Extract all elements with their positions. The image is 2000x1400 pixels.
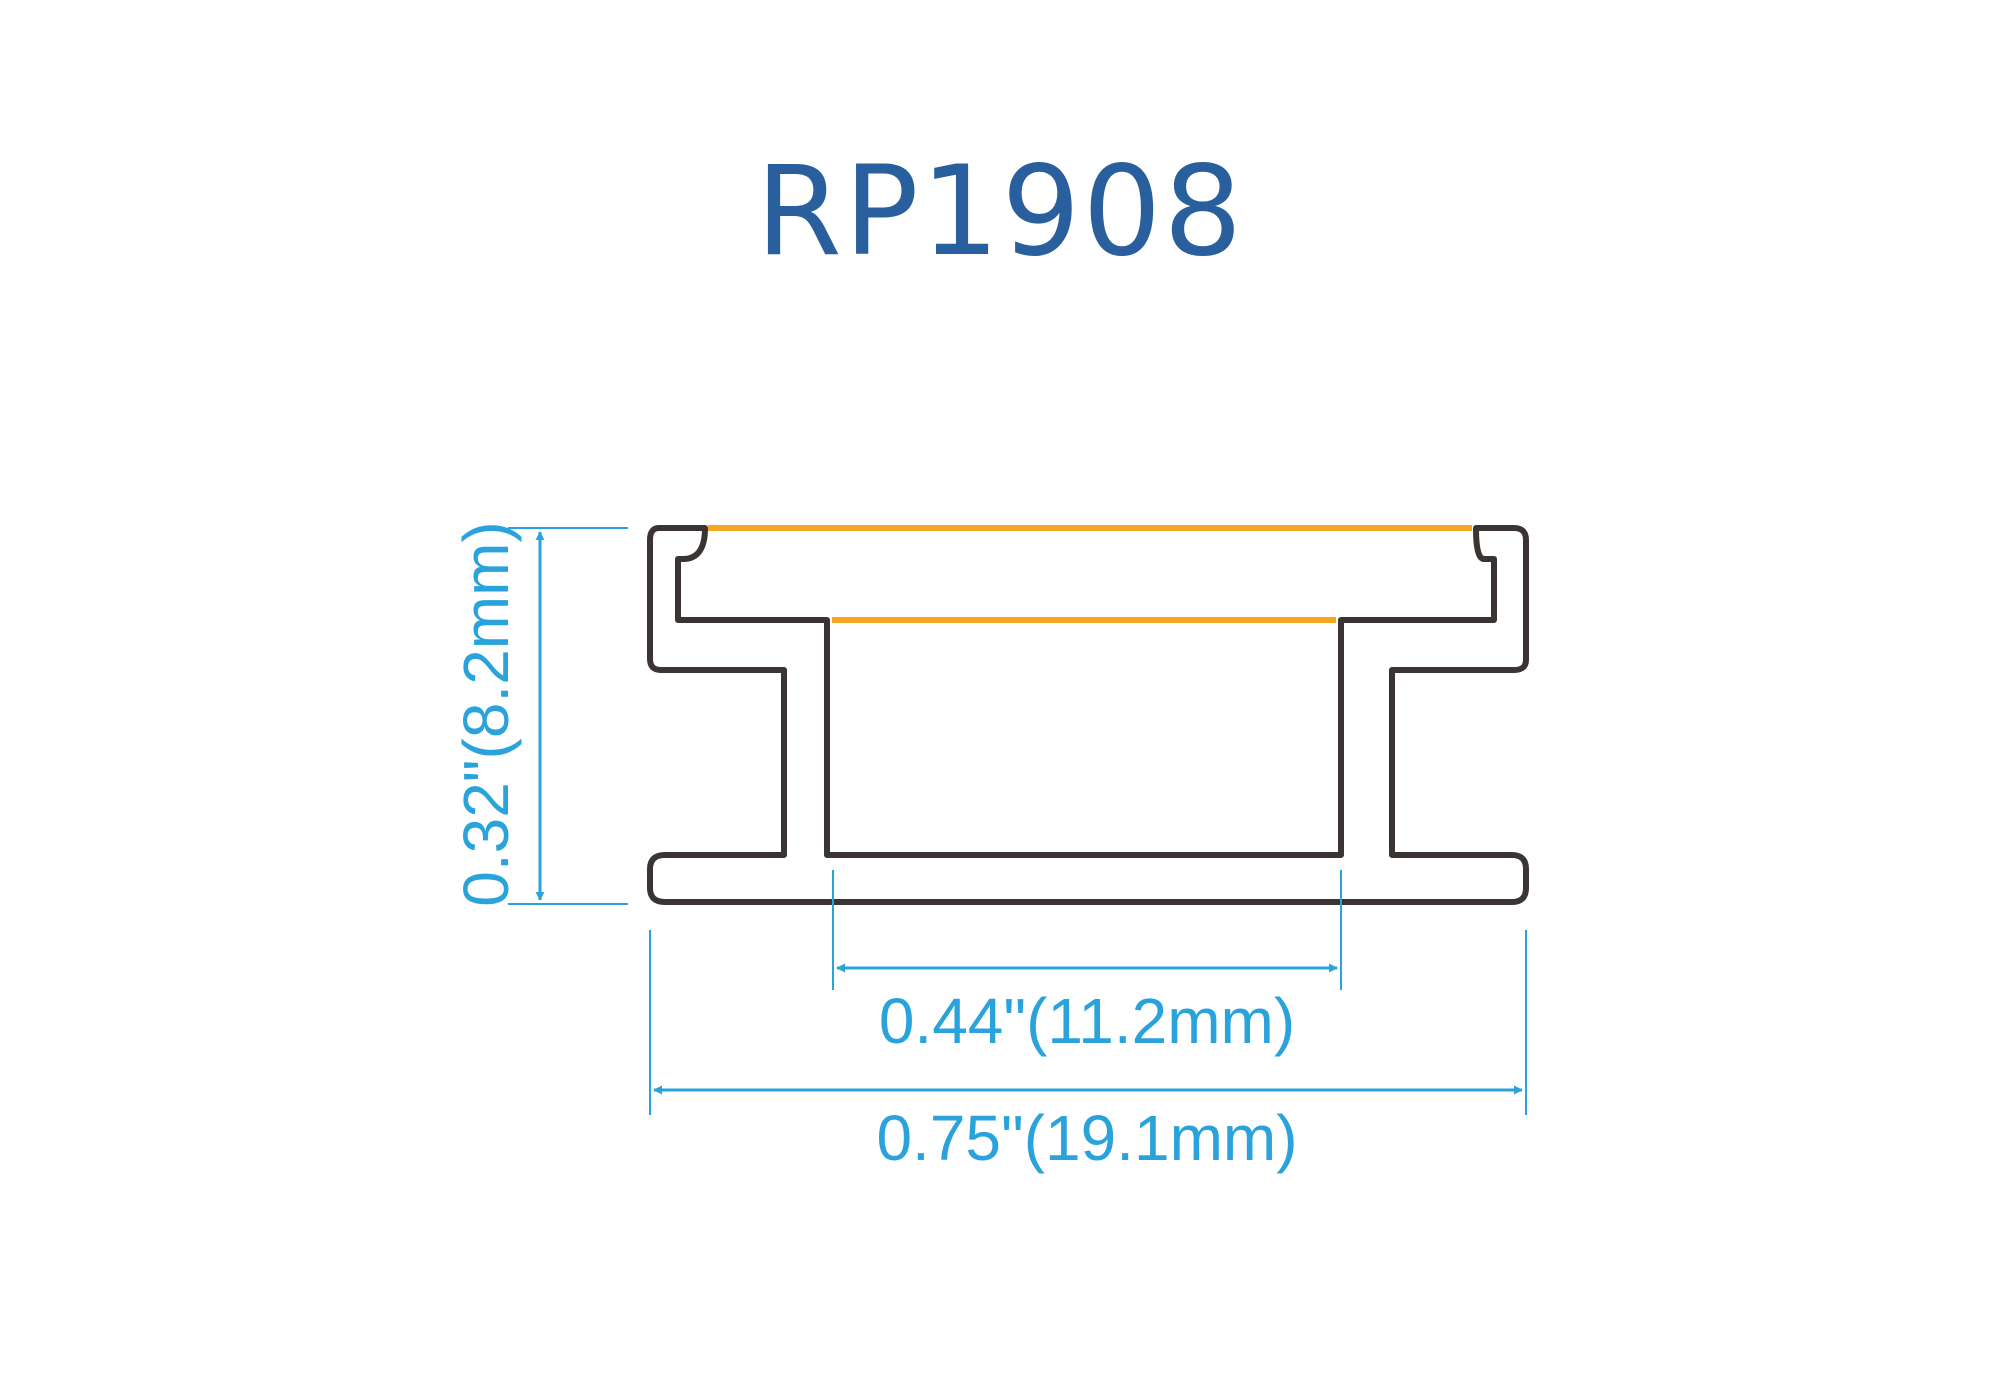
outer-width-label: 0.75"(19.1mm) [876,1102,1297,1174]
product-title: RP1908 [755,140,1245,284]
inner-width-label: 0.44"(11.2mm) [879,985,1295,1057]
profile-outline [647,525,1529,905]
height-label: 0.32"(8.2mm) [450,521,522,907]
